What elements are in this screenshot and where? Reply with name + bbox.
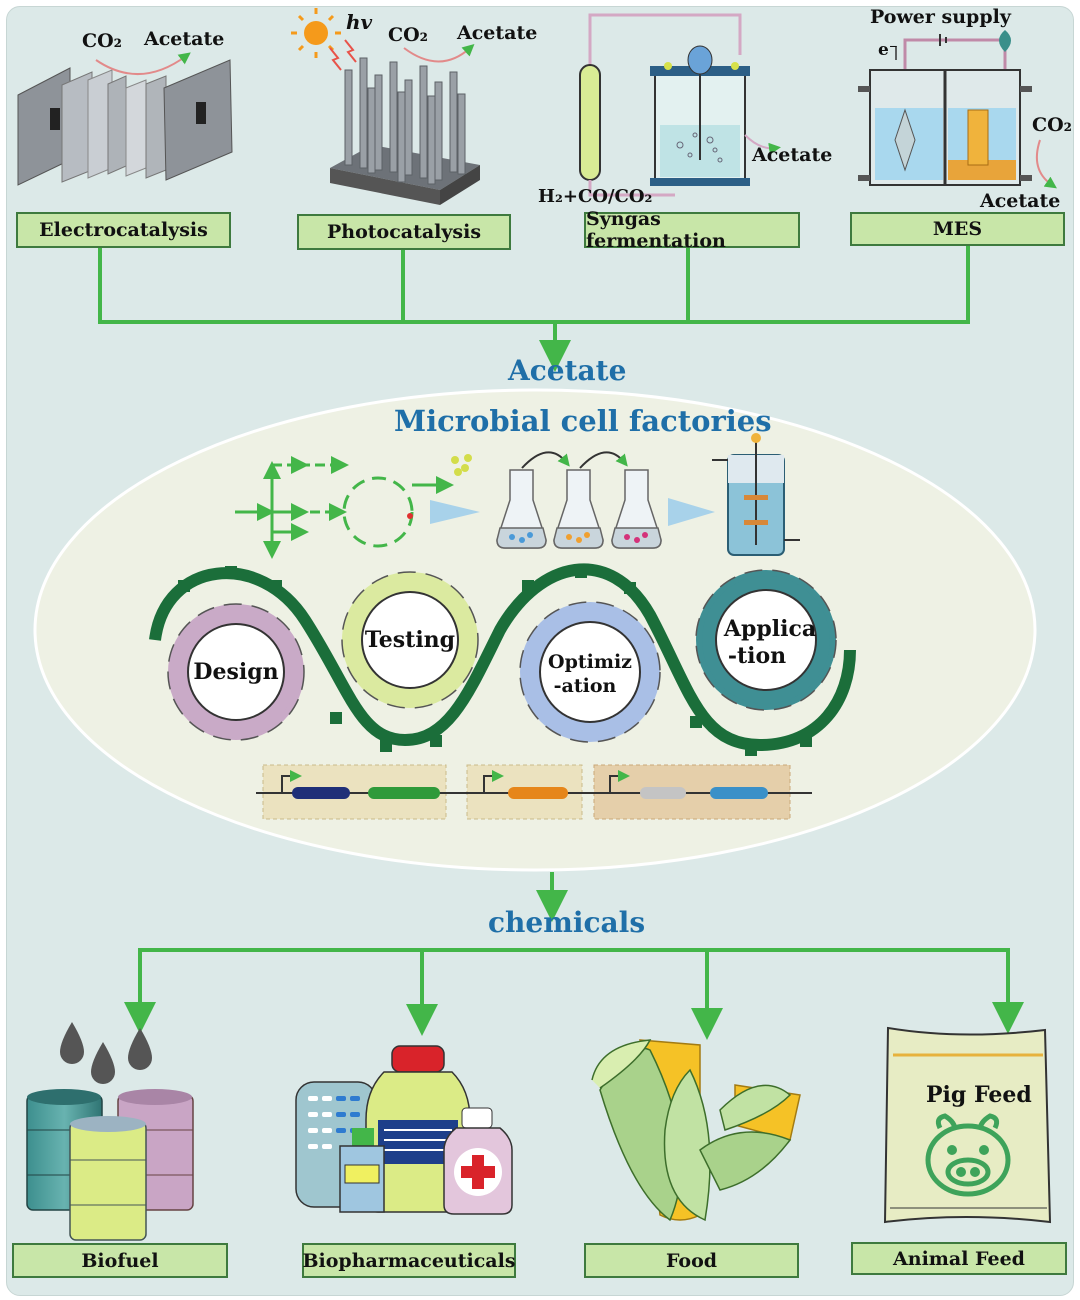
mes-reactor-icon <box>858 30 1057 189</box>
application-gear-icon <box>695 569 837 711</box>
animal-feed-label: Animal Feed <box>851 1242 1067 1275</box>
oil-drop-icon <box>60 1022 152 1084</box>
design-gear-icon <box>167 603 305 741</box>
product-granules-icon <box>451 454 472 476</box>
food-label: Food <box>584 1243 799 1278</box>
flow-arrow-icon <box>430 500 480 524</box>
optimization-label-1: Optimiz <box>548 651 632 673</box>
electron-text: e⁻ <box>878 40 898 60</box>
power-supply-text: Power supply <box>870 6 1011 28</box>
electrocatalysis-label: Electrocatalysis <box>16 212 231 248</box>
application-label-2: -tion <box>727 643 787 669</box>
medicine-bottles-icon <box>295 1045 513 1215</box>
bioreactor-icon <box>712 433 800 556</box>
electrocatalysis-cell-icon <box>17 59 233 186</box>
chemicals-title: chemicals <box>488 906 646 939</box>
corn-icon <box>591 1039 801 1222</box>
biofuel-label: Biofuel <box>12 1243 228 1278</box>
photo-input-text: CO₂ <box>388 24 428 46</box>
electro-input-text: CO₂ <box>82 30 122 52</box>
bottom-connector-lines <box>124 872 1024 1040</box>
biopharmaceuticals-label: Biopharmaceuticals <box>302 1243 516 1278</box>
photo-output-text: Acetate <box>457 22 538 44</box>
hv-text: hv <box>346 10 373 34</box>
mes-output-text: Acetate <box>980 190 1061 212</box>
fuel-barrel-icon <box>26 1089 194 1241</box>
syngas-reactor-icon <box>579 13 781 197</box>
gene-construct-icon <box>256 764 812 820</box>
design-label: Design <box>193 659 279 685</box>
flask-series-icon <box>496 469 662 549</box>
optimization-gear-icon <box>519 601 661 743</box>
syngas-output-text: Acetate <box>752 144 833 166</box>
testing-gear-icon <box>341 571 479 709</box>
optimization-label-2: -ation <box>553 675 617 697</box>
mes-label: MES <box>850 212 1065 246</box>
photocatalysis-label: Photocatalysis <box>297 214 511 250</box>
photocatalysis-nanorod-icon <box>330 57 480 205</box>
electro-output-text: Acetate <box>144 28 225 50</box>
syngas-fermentation-label: Syngas fermentation <box>584 208 800 252</box>
metabolic-pathway-icon <box>235 456 454 559</box>
syngas-gas-text: H₂+CO/CO₂ <box>538 186 653 207</box>
microbial-cell-factories-title: Microbial cell factories <box>394 404 772 438</box>
application-label-1: Applica <box>723 616 817 642</box>
pig-face-icon <box>925 1113 1011 1197</box>
pig-feed-text: Pig Feed <box>926 1082 1032 1108</box>
mes-input-text: CO₂ <box>1032 114 1072 136</box>
sun-icon <box>291 8 357 71</box>
testing-label: Testing <box>364 627 456 653</box>
top-connector-lines <box>98 246 970 372</box>
acetate-title: Acetate <box>508 354 627 387</box>
